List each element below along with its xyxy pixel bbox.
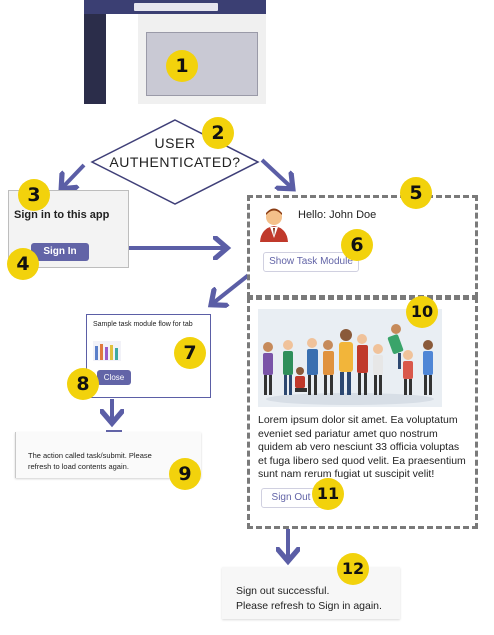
step-badge-11: 11 — [312, 478, 344, 510]
hello-greeting: Hello: John Doe — [298, 209, 377, 221]
teams-channel-list — [106, 14, 138, 104]
signout-message-line1: Sign out successful. — [236, 585, 330, 597]
signout-message-line2: Please refresh to Sign in again. — [236, 600, 382, 612]
close-button[interactable]: Close — [97, 370, 131, 385]
show-task-module-button[interactable]: Show Task Module — [263, 252, 359, 272]
step-badge-5: 5 — [400, 177, 432, 209]
decision-text-line2: AUTHENTICATED? — [109, 154, 241, 170]
team-illustration — [258, 309, 442, 407]
task-module-title: Sample task module flow for tab — [93, 321, 193, 328]
task-submit-message-accent — [106, 430, 122, 432]
arrow-to-hello — [260, 158, 292, 188]
step-badge-6: 6 — [341, 229, 373, 261]
step-badge-1: 1 — [166, 50, 198, 82]
teams-app-mockup — [84, 0, 266, 104]
step-badge-10: 10 — [406, 296, 438, 328]
teams-search-box — [134, 3, 218, 11]
user-avatar — [260, 208, 288, 242]
step-badge-3: 3 — [18, 179, 50, 211]
signin-title: Sign in to this app — [14, 209, 110, 221]
task-submit-message-text: The action called task/submit. Please re… — [28, 451, 152, 471]
decision-text-line1: USER — [154, 135, 196, 151]
task-module-image — [93, 341, 121, 361]
arrow-to-signin — [62, 163, 86, 188]
step-badge-8: 8 — [67, 368, 99, 400]
step-badge-12: 12 — [337, 553, 369, 585]
tab-content-panel: Lorem ipsum dolor sit amet. Ea voluptatu… — [247, 297, 478, 529]
signout-message: Sign out successful. Please refresh to S… — [222, 567, 400, 619]
step-badge-4: 4 — [7, 248, 39, 280]
teams-left-rail — [84, 14, 106, 104]
tab-content-area — [146, 32, 258, 96]
step-badge-7: 7 — [174, 337, 206, 369]
content-paragraph: Lorem ipsum dolor sit amet. Ea voluptatu… — [258, 414, 466, 480]
step-badge-9: 9 — [169, 458, 201, 490]
sign-in-button[interactable]: Sign In — [31, 243, 89, 261]
step-badge-2: 2 — [202, 117, 234, 149]
